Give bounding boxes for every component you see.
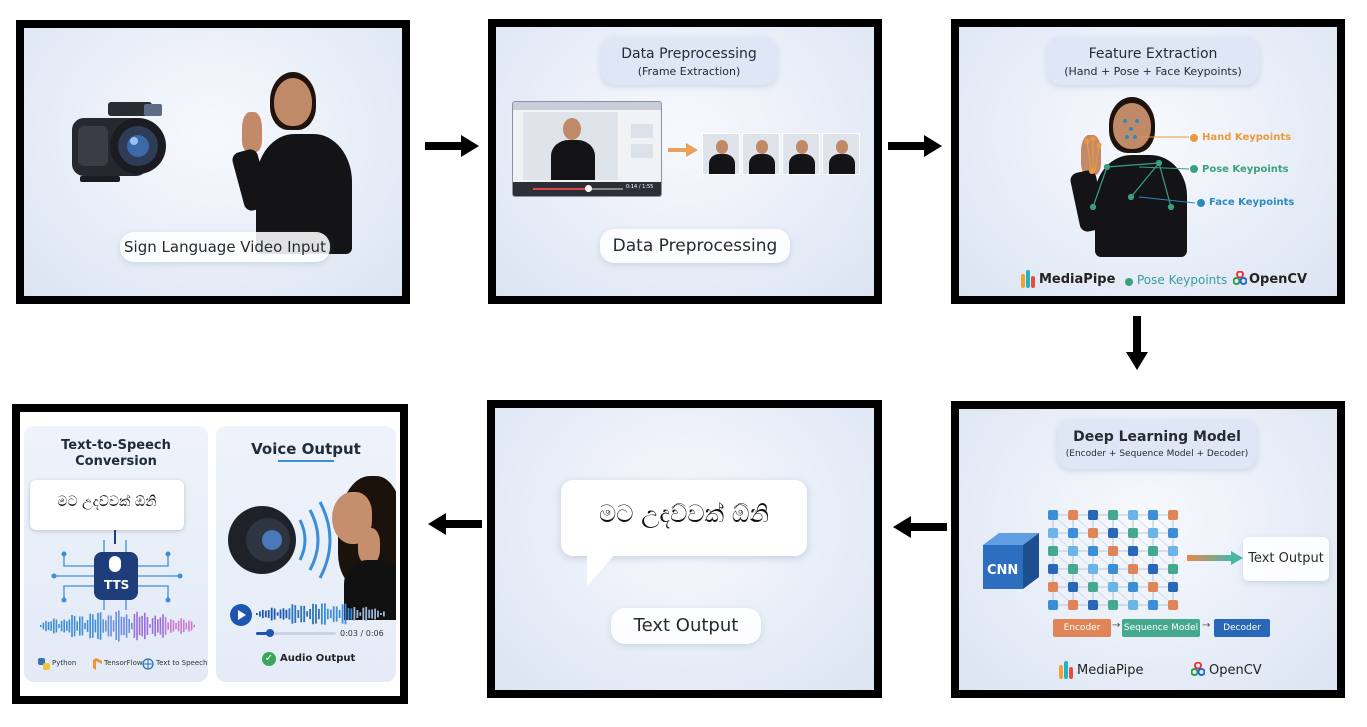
panel-feature-extraction: Feature Extraction (Hand + Pose + Face K… [951,19,1345,304]
play-button[interactable] [230,604,252,626]
tts-title: Text-to-Speech Conversion [61,438,171,469]
pose-keypoints-label: Pose Keypoints [1202,164,1289,175]
extracted-frame [822,133,860,175]
cnn-cube-icon [983,533,1039,589]
tensorflow-logo-icon [93,658,102,670]
opencv-logo-icon [1191,662,1205,676]
text-output-caption: Text Output [611,608,761,644]
video-timestamp: 0:14 / 1:55 [626,184,654,190]
video-camera-icon [72,102,166,182]
face-keypoint-marker [1197,199,1205,207]
model-title-box: Deep Learning Model (Encoder + Sequence … [1057,419,1257,469]
orange-arrow-icon [668,143,698,157]
arrow-right-icon [888,135,942,157]
neural-network-grid [1048,510,1178,610]
voice-output-title: Voice Output [251,440,361,458]
arrow-icon: → [1202,620,1211,631]
video-input-caption: Sign Language Video Input [120,232,330,262]
mediapipe-logo-icon [1059,661,1073,679]
cnn-label: CNN [987,563,1019,578]
speech-bubble-tail [587,554,615,586]
hand-keypoint-marker [1190,134,1198,142]
extracted-frame [702,133,740,175]
opencv-logo-icon [1233,271,1247,285]
model-subtitle: (Encoder + Sequence Model + Decoder) [1065,449,1249,459]
globe-tts-icon [142,658,154,670]
extracted-frame [782,133,820,175]
pose-keypoint-marker [1190,165,1198,173]
keypoint-overlay [1084,119,1175,211]
preprocessing-title: Data Preprocessing [621,46,757,62]
model-text-output-box: Text Output [1243,537,1329,581]
feature-title-box: Feature Extraction (Hand + Pose + Face K… [1047,37,1259,85]
label-leader-lines [1139,136,1196,204]
voice-waveform [256,603,385,625]
panel-tts-voice-output: Text-to-Speech Conversion මට උදව්වක් ඕනි… [12,404,408,704]
audio-output-label: Audio Output [280,653,356,664]
audio-progress-knob[interactable] [266,629,274,637]
python-label: Python [52,659,77,667]
sequence-model-block: Sequence Model [1122,619,1200,637]
tts-chip-icon [51,530,183,610]
tts-sinhala-text: මට උදව්වක් ඕනි [57,494,157,510]
sinhala-text-output: මට උදව්වක් ඕනි [598,500,769,528]
panel-text-output: මට උදව්වක් ඕනි Text Output [487,400,882,698]
play-icon [238,610,246,620]
mediapipe-logo-icon [1021,270,1035,288]
arrow-icon: → [1112,620,1121,631]
hand-keypoints-label: Hand Keypoints [1202,132,1292,143]
speaker-icon [228,501,332,579]
extracted-frame [742,133,780,175]
arrow-left-icon [428,513,482,535]
audio-progress-fill [256,632,270,635]
face-keypoints-label: Face Keypoints [1209,197,1295,208]
opencv-label: OpenCV [1249,272,1308,287]
tts-chip-label: TTS [104,578,130,592]
mediapipe-label: MediaPipe [1077,663,1144,678]
feature-title: Feature Extraction [1088,46,1218,62]
audio-progress-track[interactable] [256,632,336,635]
opencv-label: OpenCV [1209,663,1262,678]
voice-card: Voice Output 0:03 / 0:06 ✓ Audio Output [216,426,396,682]
tts-label: Text to Speech [156,659,208,667]
panel-data-preprocessing: Data Preprocessing (Frame Extraction) 0:… [488,19,882,304]
panel-video-input: Sign Language Video Input [16,20,410,304]
check-icon: ✓ [262,652,276,666]
model-title: Deep Learning Model [1073,429,1241,445]
tts-input-bubble [30,480,184,530]
pose-dot-icon [1125,278,1133,286]
video-player: 0:14 / 1:55 [512,101,662,197]
arrow-right-icon [425,135,479,157]
feature-subtitle: (Hand + Pose + Face Keypoints) [1064,65,1242,78]
python-logo-icon [38,658,50,670]
tts-card: Text-to-Speech Conversion මට උදව්වක් ඕනි… [24,426,208,682]
encoder-block: Encoder [1053,619,1111,637]
decoder-block: Decoder [1214,619,1270,637]
panel-deep-learning-model: Deep Learning Model (Encoder + Sequence … [951,401,1345,698]
gradient-arrow-icon [1187,551,1243,565]
preprocessing-subtitle: (Frame Extraction) [637,65,741,78]
listener-figure [328,476,396,620]
preprocessing-title-box: Data Preprocessing (Frame Extraction) [601,37,777,85]
raised-hand [242,112,262,152]
speech-bubble [561,480,807,556]
preprocessing-caption: Data Preprocessing [600,229,790,263]
audio-time: 0:03 / 0:06 [340,629,384,638]
tts-waveform [40,610,195,642]
footer-pose-label: Pose Keypoints [1137,273,1228,287]
tensorflow-label: TensorFlow [104,659,143,667]
mediapipe-label: MediaPipe [1039,272,1116,287]
arrow-left-icon [893,516,947,538]
arrow-down-icon [1126,316,1148,370]
